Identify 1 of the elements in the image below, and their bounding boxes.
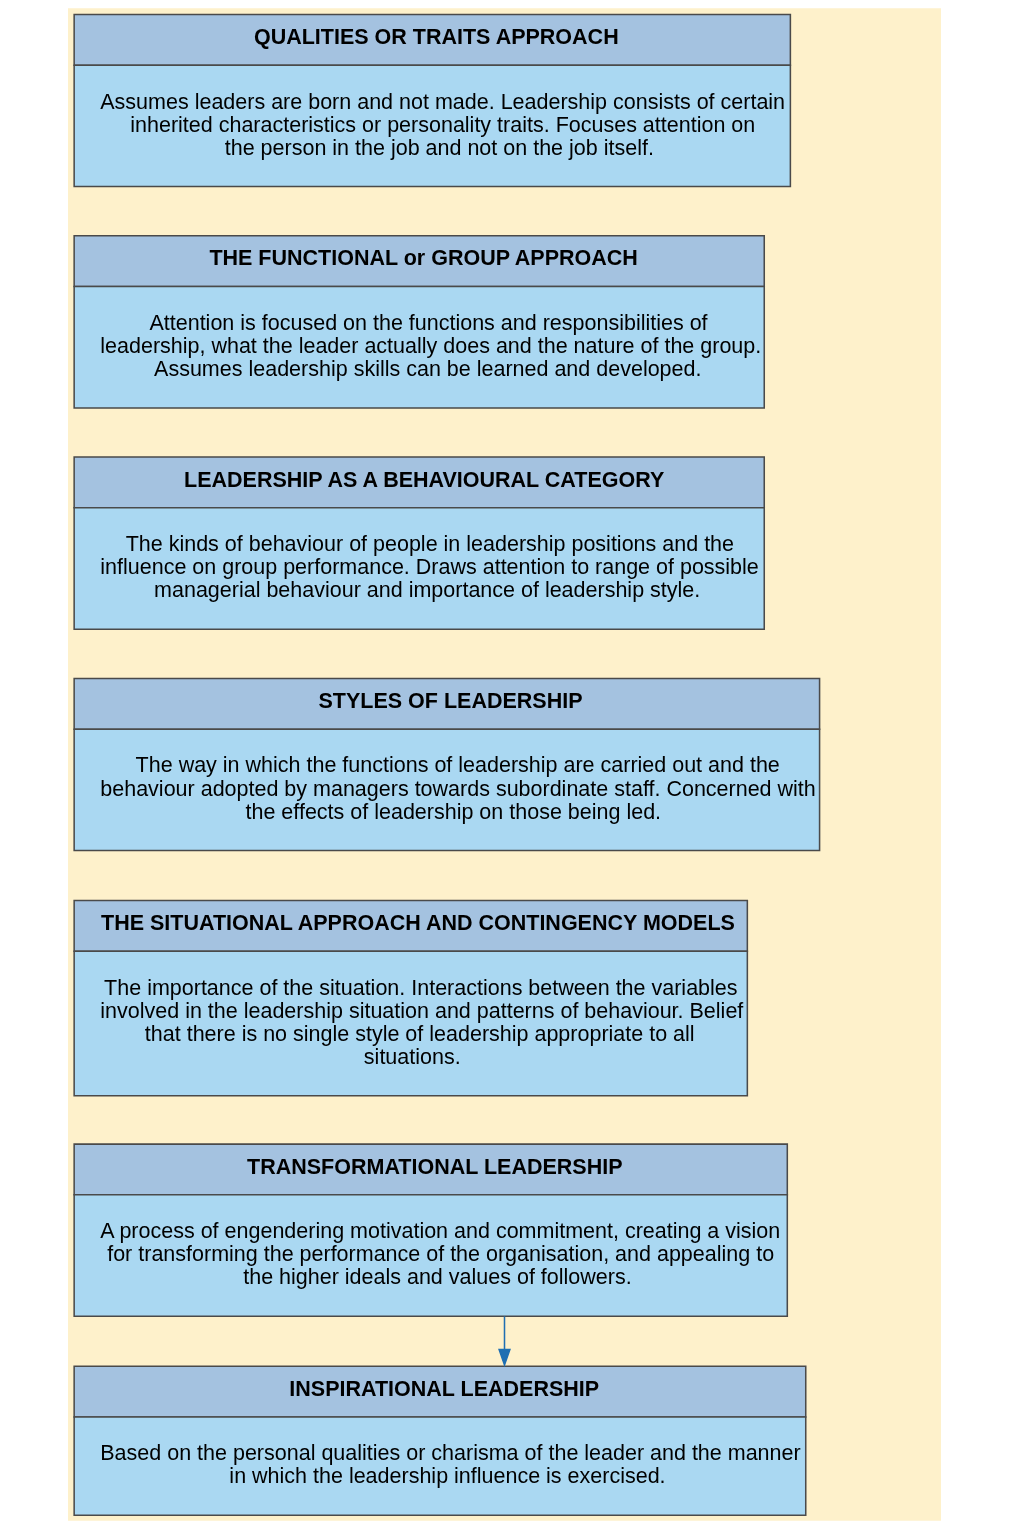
arrow <box>498 1315 511 1368</box>
